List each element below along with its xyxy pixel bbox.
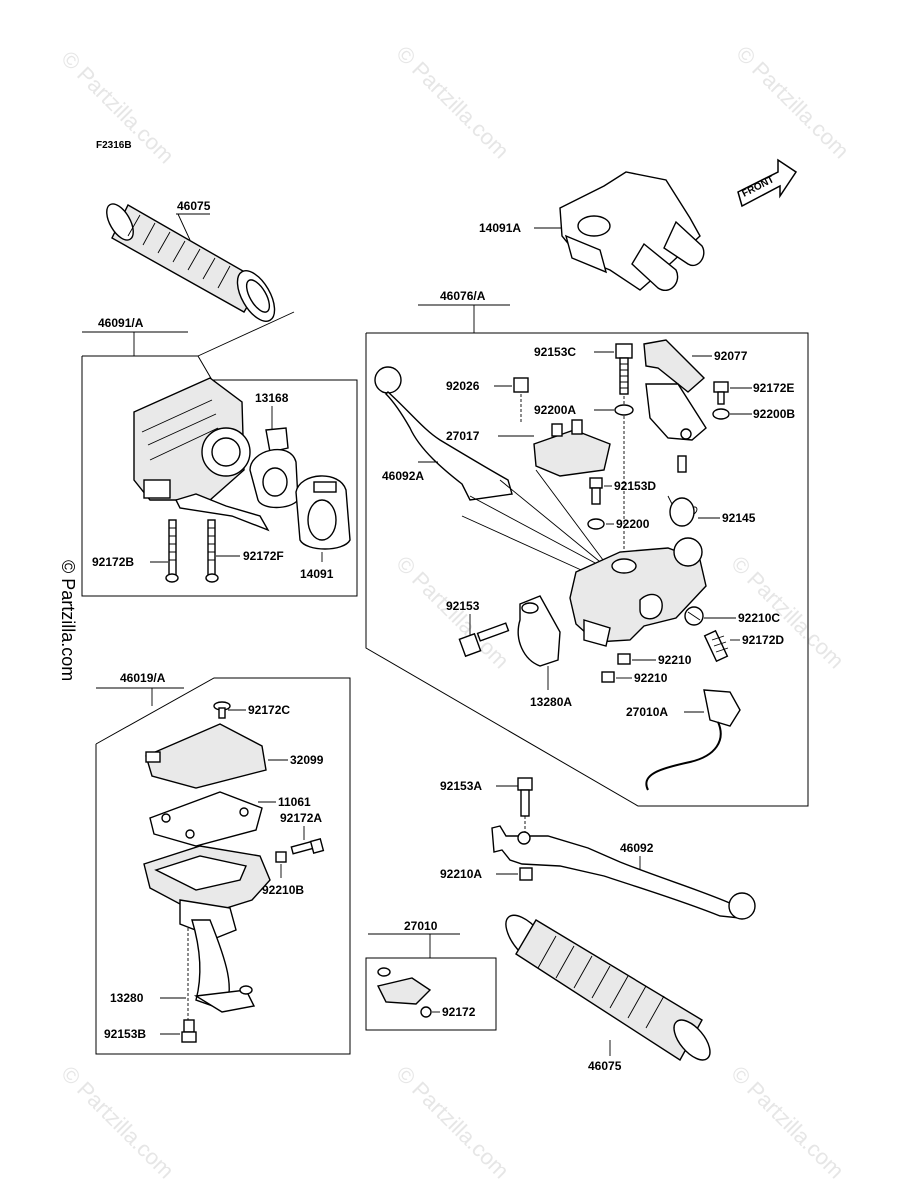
part-label-92172E: 92172E xyxy=(753,381,794,395)
part-label-46092A: 46092A xyxy=(382,469,424,483)
screw-92172C xyxy=(213,701,231,719)
washer-92200A xyxy=(614,404,634,416)
part-label-92210A: 92210A xyxy=(440,867,482,881)
lever-46092 xyxy=(491,825,756,920)
part-label-32099: 32099 xyxy=(290,753,324,767)
clamp-14091 xyxy=(295,475,351,550)
part-label-27010A: 27010A xyxy=(626,705,668,719)
washer-92200B xyxy=(712,408,730,420)
bolt-92153 xyxy=(458,622,510,658)
part-label-92172C: 92172C xyxy=(248,703,290,717)
part-label-13280: 13280 xyxy=(110,991,144,1005)
clamp-13168 xyxy=(249,427,299,509)
part-label-92153A: 92153A xyxy=(440,779,482,793)
switch-27010A xyxy=(645,689,741,791)
washer-92200 xyxy=(587,518,605,530)
watermark: © Partzilla.com xyxy=(391,41,514,164)
part-label-92210C: 92210C xyxy=(738,611,780,625)
watermark: © Partzilla.com xyxy=(731,41,854,164)
box-27010 xyxy=(365,957,497,1031)
nut-92210A xyxy=(519,867,533,881)
part-label-92077: 92077 xyxy=(714,349,748,363)
part-label-27017: 27017 xyxy=(446,429,480,443)
part-label-92153D: 92153D xyxy=(614,479,656,493)
part-label-92210B: 92210B xyxy=(262,883,304,897)
part-label-92153B: 92153B xyxy=(104,1027,146,1041)
part-label-92200A: 92200A xyxy=(534,403,576,417)
grip-46075-top xyxy=(106,203,276,322)
nut-92210B xyxy=(275,851,287,863)
part-label-92172A: 92172A xyxy=(280,811,322,825)
part-label-46076A: 46076/A xyxy=(440,289,486,303)
screw-92172F xyxy=(205,519,219,583)
part-label-13280A: 13280A xyxy=(530,695,572,709)
watermark: © Partzilla.com xyxy=(726,1061,849,1184)
front-arrow-icon: FRONT xyxy=(737,158,798,208)
diagram-code: F2316B xyxy=(96,140,132,151)
nut-92026 xyxy=(513,377,529,393)
watermark: © Partzilla.com xyxy=(391,1061,514,1184)
part-label-92210-2: 92210 xyxy=(634,671,668,685)
reservoir-46019 xyxy=(143,845,271,1013)
part-label-46091A: 46091/A xyxy=(98,316,144,330)
part-label-92145: 92145 xyxy=(722,511,756,525)
grip-46075-bottom xyxy=(505,914,711,1061)
bolt-92153C xyxy=(615,343,633,395)
bolt-92153B xyxy=(181,1019,197,1043)
part-label-92172D: 92172D xyxy=(742,633,784,647)
part-label-27010: 27010 xyxy=(404,919,438,933)
screw-92172B xyxy=(165,519,179,583)
part-label-92153C: 92153C xyxy=(534,345,576,359)
switch-27010 xyxy=(376,967,432,1005)
spring-92145 xyxy=(667,495,698,527)
part-label-46019A: 46019/A xyxy=(120,671,166,685)
cap-92210C xyxy=(684,606,704,626)
part-label-92153: 92153 xyxy=(446,599,480,613)
part-label-46092: 46092 xyxy=(620,841,654,855)
screw-92172E xyxy=(713,381,729,405)
watermark: © Partzilla.com xyxy=(56,1061,179,1184)
screw-92172A xyxy=(290,838,325,855)
part-label-92172B: 92172B xyxy=(92,555,134,569)
nut-92210-1 xyxy=(617,653,631,665)
part-label-92210-1: 92210 xyxy=(658,653,692,667)
nut-92210-2 xyxy=(601,671,615,683)
part-label-92026: 92026 xyxy=(446,379,480,393)
screw-92172 xyxy=(420,1006,432,1018)
part-label-14091: 14091 xyxy=(300,567,334,581)
lever-46092A xyxy=(374,366,513,501)
part-label-13168: 13168 xyxy=(255,391,289,405)
part-label-46075-top: 46075 xyxy=(177,199,211,213)
part-label-92200B: 92200B xyxy=(753,407,795,421)
gasket-11061 xyxy=(149,791,263,847)
screw-92172D xyxy=(703,629,729,663)
clamp-13280A xyxy=(517,595,561,667)
bolt-92153D xyxy=(589,477,603,505)
part-label-11061: 11061 xyxy=(278,795,311,809)
cover-14091A xyxy=(559,171,705,291)
part-label-92200: 92200 xyxy=(616,517,650,531)
bolt-92153A xyxy=(517,777,533,817)
copyright-vertical: © Partzilla.com xyxy=(58,560,78,681)
part-label-92172F: 92172F xyxy=(243,549,284,563)
switch-housing-46091 xyxy=(133,377,270,532)
part-label-46075-bottom: 46075 xyxy=(588,1059,622,1073)
switch-27017 xyxy=(533,419,611,477)
bracket-92077 xyxy=(643,339,707,473)
cap-32099 xyxy=(145,723,267,789)
master-cylinder-body xyxy=(569,537,707,647)
part-label-92172: 92172 xyxy=(442,1005,476,1019)
part-label-14091A: 14091A xyxy=(479,221,521,235)
